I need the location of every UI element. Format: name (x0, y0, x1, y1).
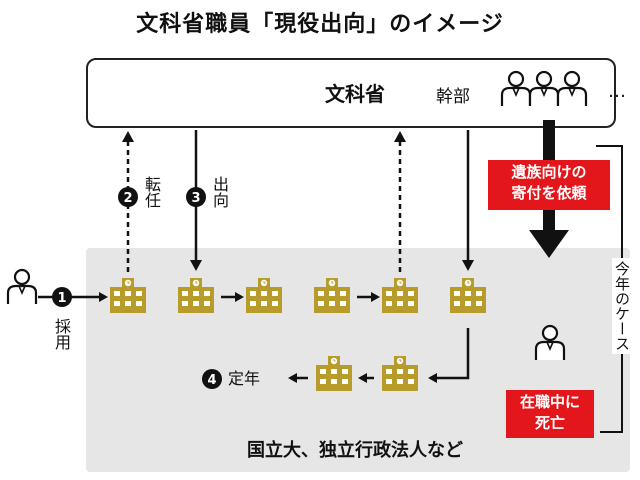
building-icon (449, 277, 487, 314)
step-1-number: 1 (57, 291, 66, 306)
building-icon (177, 277, 215, 314)
hire-arrow-head (99, 292, 108, 302)
transfer-arrow-head (371, 292, 380, 302)
step-1-label: 採用 (52, 318, 71, 350)
transfer-arrow-head (235, 292, 244, 302)
ministry-label: 文科省 (325, 82, 385, 106)
executive-person-icon (500, 70, 532, 108)
new-employee-person-icon (6, 268, 38, 306)
step-2-label: 転任 (142, 176, 161, 208)
executives-label: 幹部 (436, 87, 470, 107)
building-icon (313, 277, 351, 314)
step-3-number: 3 (191, 191, 200, 206)
building-icon (381, 277, 419, 314)
building-icon (381, 355, 419, 392)
dispatch-arrow-head (462, 260, 474, 271)
this-case-label: 今年のケース (612, 258, 632, 354)
dispatch-arrow-head (190, 260, 202, 271)
external-organizations-label: 国立大、独立行政法人など (247, 440, 463, 461)
transfer-back-arrow-head (394, 131, 406, 142)
death-in-office-line-2: 死亡 (534, 414, 565, 432)
transfer-back-arrow-head (122, 131, 134, 142)
page-title: 文科省職員「現役出向」のイメージ (136, 12, 504, 37)
retirement-arrow-head (288, 373, 297, 383)
donation-request-line-2: 寄付を依頼 (511, 184, 587, 202)
donation-request-line-1: 遺族向けの (511, 163, 587, 181)
request-arrow-head (529, 230, 569, 258)
building-icon (109, 277, 147, 314)
return-path-arrow (436, 328, 470, 380)
step-3-badge (186, 187, 206, 207)
executive-person-icon (556, 70, 588, 108)
step-4-label: 定年 (228, 369, 261, 388)
step-3-label: 出向 (210, 176, 229, 208)
death-in-office-line-1: 在職中に (519, 393, 580, 411)
building-icon (315, 355, 353, 392)
building-icon (245, 277, 283, 314)
death-in-office-callout: 在職中に 死亡 (506, 390, 594, 438)
retire-path-arrow-head (358, 373, 367, 383)
step-2-badge (118, 187, 138, 207)
donation-request-callout: 遺族向けの 寄付を依頼 (488, 160, 610, 210)
executives-ellipsis: … (608, 81, 626, 102)
deceased-employee-person-icon (534, 324, 566, 362)
return-path-arrow-head (428, 373, 437, 383)
step-1-badge (52, 287, 72, 307)
step-4-number: 4 (207, 373, 216, 388)
step-2-number: 2 (123, 191, 132, 206)
step-4-badge (202, 369, 222, 389)
executive-person-icon (528, 70, 560, 108)
